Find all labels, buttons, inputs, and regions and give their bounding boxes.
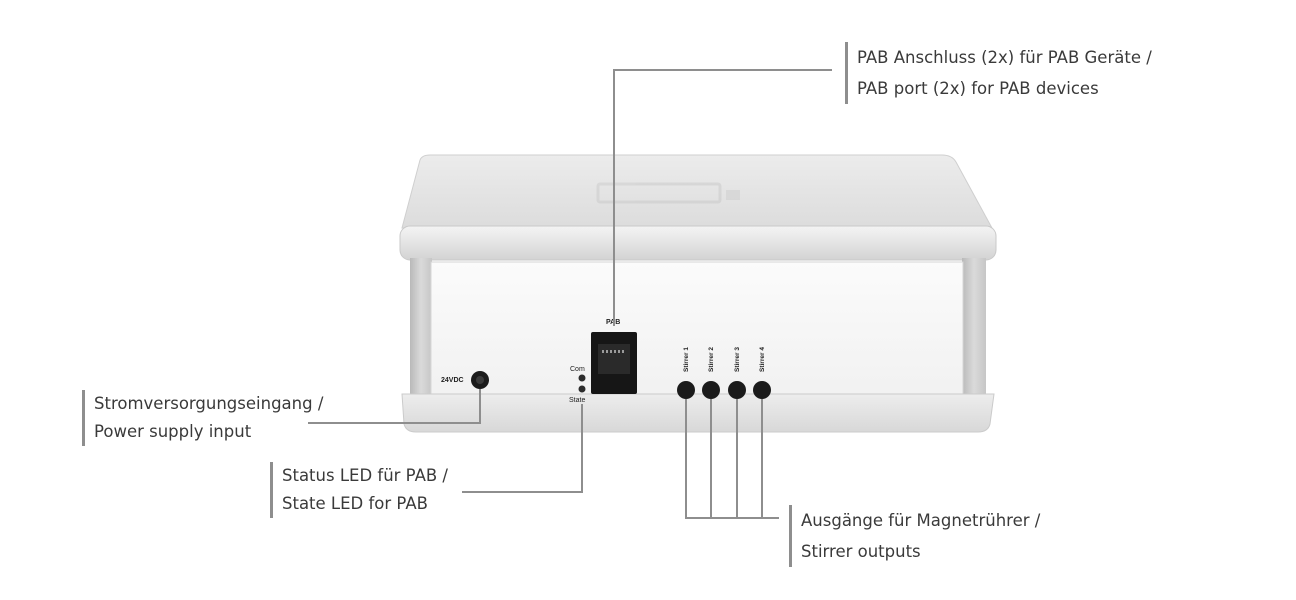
callout-state-line1: Status LED für PAB / xyxy=(282,466,448,485)
stirrer-1-label: Stirrer 1 xyxy=(683,347,690,372)
callout-power-supply: Stromversorgungseingang / Power supply i… xyxy=(82,390,323,446)
stirrer-4-label: Stirrer 4 xyxy=(759,347,766,372)
state-led-icon xyxy=(578,385,586,393)
callout-pab-port-line2: PAB port (2x) for PAB devices xyxy=(857,79,1099,98)
callout-state-led: Status LED für PAB / State LED for PAB xyxy=(270,462,448,518)
com-led-icon xyxy=(578,374,586,382)
callout-power-line2: Power supply input xyxy=(94,422,252,441)
stirrer-1-jack-icon xyxy=(677,381,695,399)
stirrer-3-jack-icon xyxy=(728,381,746,399)
callout-pab-port-line1: PAB Anschluss (2x) für PAB Geräte / xyxy=(857,48,1152,67)
callout-state-line2: State LED for PAB xyxy=(282,494,428,513)
callout-stirrer-line1: Ausgänge für Magnetrührer / xyxy=(801,511,1041,530)
com-led-label: Com xyxy=(570,366,585,373)
stirrer-outputs: Stirrer 1 Stirrer 2 Stirrer 3 Stirrer 4 xyxy=(677,347,771,399)
embossed-logo-icon xyxy=(596,182,740,204)
state-led-label: State xyxy=(569,397,585,404)
leader-lines xyxy=(308,69,832,519)
front-panel xyxy=(430,261,964,401)
callout-power-line1: Stromversorgungseingang / xyxy=(94,394,324,413)
lid-top xyxy=(401,154,993,229)
left-side-post xyxy=(410,258,432,408)
callout-stirrer-outputs: Ausgänge für Magnetrührer / Stirrer outp… xyxy=(789,505,1040,567)
stirrer-2-jack-icon xyxy=(702,381,720,399)
stirrer-3-label: Stirrer 3 xyxy=(734,347,741,372)
power-leader-line xyxy=(308,389,481,424)
lid-rim xyxy=(399,225,997,261)
state-leader-line xyxy=(462,404,583,493)
base xyxy=(401,393,995,433)
voltage-label: 24VDC xyxy=(441,377,464,384)
right-side-post xyxy=(962,258,986,408)
pab-leader-line xyxy=(613,69,832,326)
callout-stirrer-line2: Stirrer outputs xyxy=(801,542,921,561)
stirrer-4-jack-icon xyxy=(753,381,771,399)
callout-pab-port: PAB Anschluss (2x) für PAB Geräte / PAB … xyxy=(845,42,1152,104)
stirrer-leader-line xyxy=(685,399,779,519)
stirrer-2-label: Stirrer 2 xyxy=(708,347,715,372)
